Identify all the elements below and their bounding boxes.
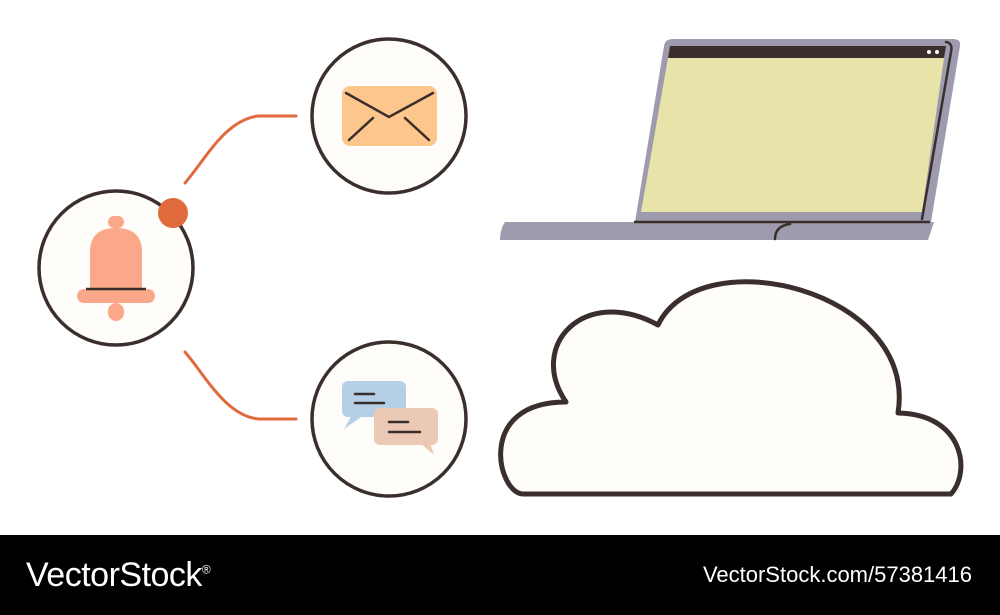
cloud-icon: [498, 279, 964, 497]
connector-line-top: [183, 114, 298, 185]
watermark-stock-id: VectorStock.com/57381416: [702, 562, 972, 587]
envelope-icon: [342, 86, 437, 146]
illustration: [37, 37, 964, 498]
chat-node: [310, 340, 468, 498]
bell-node: [37, 189, 195, 347]
email-node: [310, 37, 468, 195]
registered-mark: ®: [201, 562, 211, 577]
watermark-brand: VectorStock®: [26, 555, 211, 594]
watermark-bar: VectorStock® VectorStock.com/57381416: [0, 535, 1000, 615]
chat-bubbles-icon: [342, 381, 438, 455]
notification-dot: [158, 198, 188, 228]
bell-icon: [77, 216, 155, 321]
connector-line-bottom: [183, 350, 298, 421]
laptop-icon: [500, 39, 961, 241]
